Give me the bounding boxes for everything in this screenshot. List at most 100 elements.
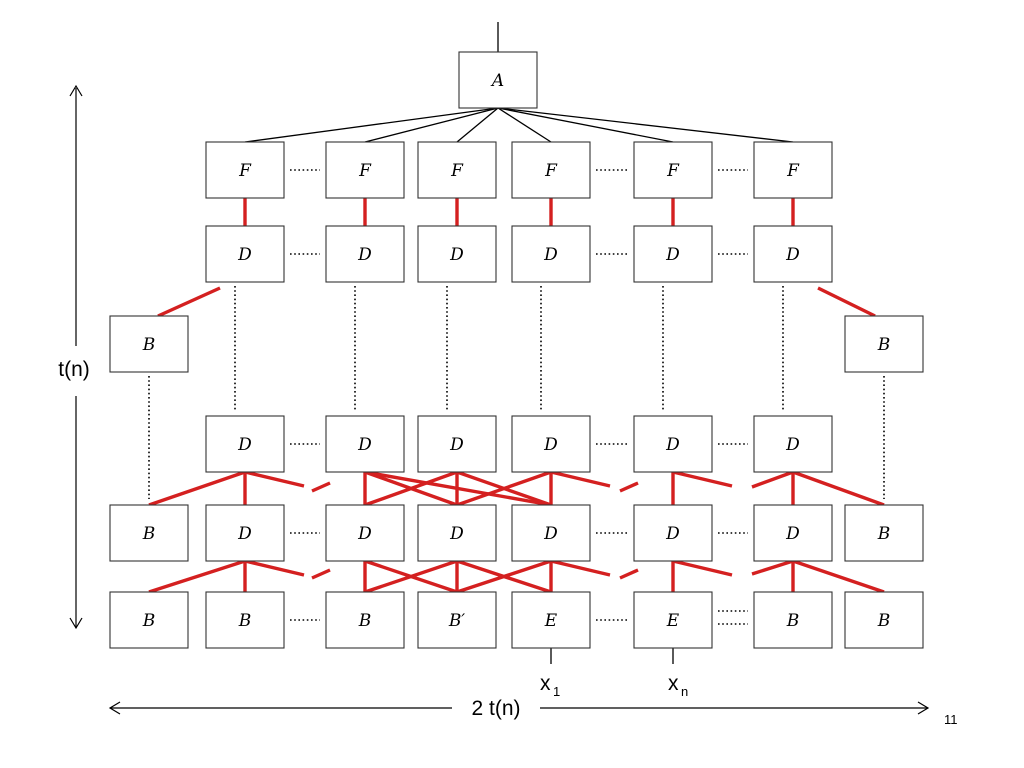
node-d: D [205,225,285,283]
width-arrow: 2 t(n) [108,697,930,720]
node-label: F [544,161,558,181]
node-f: F [325,141,405,199]
node-b-prime: B′ [417,591,497,649]
node-d: D [753,504,833,562]
node-label: B [877,335,891,355]
black-edge [497,107,552,143]
node-d: D [325,504,405,562]
node-d: D [511,225,591,283]
node-d: D [633,504,713,562]
input-xn: x n [668,672,688,699]
black-edges [244,22,794,664]
node-label: B′ [448,611,465,631]
input-x1: x 1 [540,672,560,699]
black-edge [456,107,499,143]
node-d: D [511,415,591,473]
node-label: D [449,245,464,265]
node-a: A [458,51,538,109]
node-b: B [109,504,189,562]
red-edge [244,559,305,577]
red-edge [148,559,246,594]
red-edge [792,470,885,507]
node-d: D [753,415,833,473]
node-label: D [449,435,464,455]
input-x1-letter: x [540,672,551,695]
node-label: B [238,611,252,631]
node-label: D [237,524,252,544]
input-x1-subscript: 1 [553,684,560,699]
red-edge [148,470,246,507]
node-d: D [205,504,285,562]
node-label: B [877,611,891,631]
node-d: D [417,504,497,562]
node-label: D [785,524,800,544]
red-edge [672,559,733,577]
red-edge [456,470,552,507]
node-label: D [785,435,800,455]
node-label: F [450,161,464,181]
node-d: D [417,415,497,473]
input-xn-subscript: n [681,684,688,699]
node-label: D [357,245,372,265]
dotted-connectors [148,169,885,625]
page-number: 11 [944,712,958,727]
height-label: t(n) [58,358,90,381]
red-edge [364,470,458,507]
width-label: 2 t(n) [471,697,520,720]
red-edge [550,470,611,488]
red-edge [817,286,876,318]
node-label: D [665,524,680,544]
node-label: B [877,524,891,544]
node-label: B [142,611,156,631]
node-label: E [544,611,558,631]
node-b: B [753,591,833,649]
node-b: B [325,591,405,649]
node-label: D [543,524,558,544]
node-label: D [543,245,558,265]
node-f: F [511,141,591,199]
height-arrow: t(n) [58,84,90,630]
red-edge [550,559,611,577]
red-edge [364,559,458,594]
node-label: D [357,435,372,455]
node-label: F [238,161,252,181]
node-f: F [633,141,713,199]
node-label: F [786,161,800,181]
black-edge [497,107,794,143]
node-d: D [753,225,833,283]
input-xn-letter: x [668,672,679,695]
node-d: D [205,415,285,473]
node-label: D [665,435,680,455]
node-b: B [205,591,285,649]
node-e: E [633,591,713,649]
node-b: B [109,315,189,373]
node-f: F [753,141,833,199]
node-label: F [358,161,372,181]
red-edge [157,286,221,318]
black-edge [497,107,674,143]
red-edge [244,470,305,488]
node-label: D [237,435,252,455]
node-b: B [109,591,189,649]
red-edge [672,470,733,488]
red-edge [311,568,331,580]
node-label: D [449,524,464,544]
node-label: B [786,611,800,631]
node-label: B [358,611,372,631]
node-label: D [357,524,372,544]
node-label: F [666,161,680,181]
node-e: E [511,591,591,649]
node-d: D [633,415,713,473]
red-edge [751,559,794,576]
node-label: E [666,611,680,631]
node-b: B [844,315,924,373]
node-label: D [237,245,252,265]
node-f: F [417,141,497,199]
red-edges [148,198,885,594]
black-edge [364,107,499,143]
node-d: D [417,225,497,283]
red-edge [456,559,552,594]
node-b: B [844,591,924,649]
